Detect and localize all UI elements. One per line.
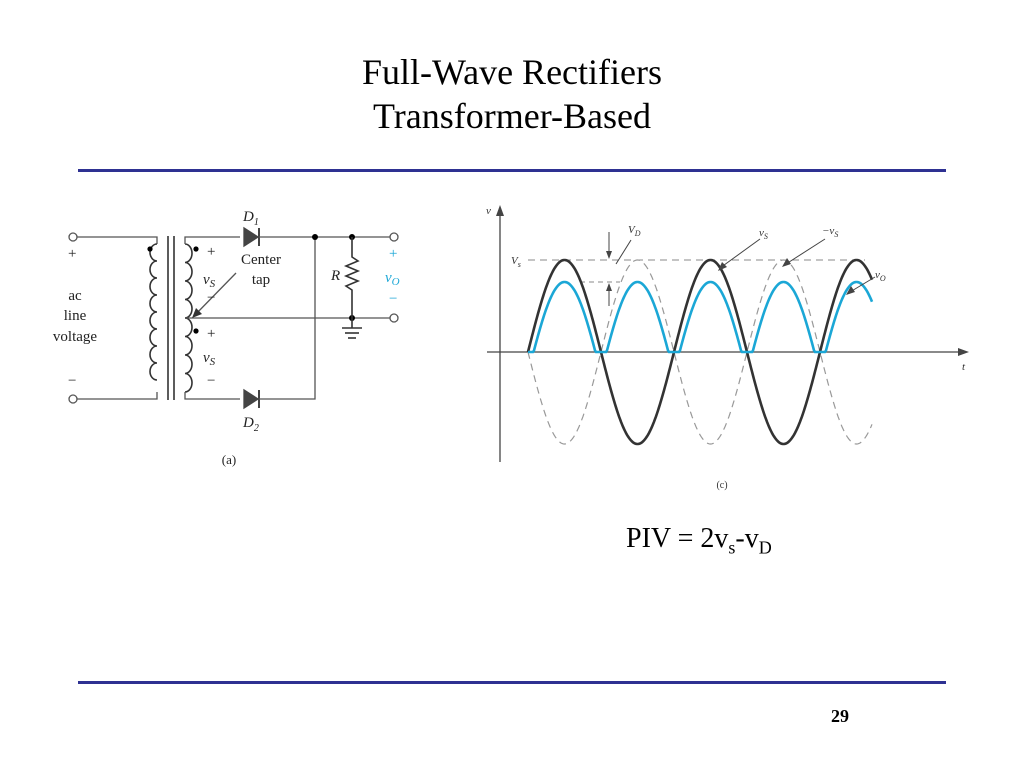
circuit-caption: (a) [222, 452, 236, 467]
sec-bottom-vs: vS [203, 350, 216, 368]
waveform-caption: (c) [716, 480, 727, 491]
diode-d2-label: D2 [242, 415, 259, 434]
diode-d1-label: D1 [242, 209, 259, 228]
sec-top-plus: + [207, 244, 215, 260]
vd-dimension-marker [606, 232, 612, 306]
top-divider [78, 169, 946, 172]
d2-to-node-wire [259, 237, 316, 400]
output-minus-label: − [389, 291, 397, 307]
output-terminal-bottom [389, 313, 399, 323]
sec-bottom-minus: − [207, 373, 215, 389]
waveform-plot: v t Vs VD vS −vS vO (c) [486, 205, 969, 491]
vs-curve-label: vS [759, 227, 768, 241]
sec-top-minus: − [207, 290, 215, 306]
circuit-labels: + − ac line voltage + vS − + vS − D1 D2 … [53, 209, 400, 467]
title-line-1: Full-Wave Rectifiers [361, 52, 662, 92]
resistor-label: R [330, 268, 340, 284]
resistor-symbol [343, 237, 361, 318]
input-terminal-top [68, 232, 78, 242]
neg-vs-curve-label: −vS [822, 225, 838, 239]
input-minus-label: − [68, 373, 76, 389]
source-label-voltage: voltage [53, 329, 97, 345]
sec-bottom-plus: + [207, 326, 215, 342]
secondary-lead-bottom [184, 392, 240, 400]
source-label-line: line [64, 308, 87, 324]
secondary-lead-top [184, 236, 240, 244]
vs-peak-label: Vs [511, 255, 521, 269]
node-junction [312, 234, 318, 240]
ground-symbol [342, 318, 362, 339]
bottom-divider [78, 681, 946, 684]
piv-formula: PIV = 2vs-vD [626, 523, 772, 558]
y-axis-arrow [496, 205, 504, 216]
polarity-dot-primary [147, 246, 153, 252]
slide-title: Full-Wave Rectifiers Transformer-Based [0, 50, 1024, 138]
title-line-2: Transformer-Based [373, 96, 651, 136]
negative-vs-waveform [527, 259, 873, 445]
center-tap-arrow [193, 272, 237, 317]
polarity-dot-secondary-top [193, 246, 199, 252]
vs-waveform [526, 258, 874, 446]
vo-waveform [528, 280, 874, 354]
page-number: 29 [831, 706, 849, 726]
rectifier-circuit [68, 226, 399, 410]
center-tap-label-2: tap [252, 272, 270, 288]
secondary-winding-top [184, 243, 193, 319]
output-terminal-top [389, 232, 399, 242]
x-axis-arrow [958, 348, 969, 356]
primary-lead-bottom [77, 392, 158, 400]
secondary-winding-bottom [184, 317, 193, 393]
center-tap-label-1: Center [241, 252, 281, 268]
diode-d1-symbol [243, 226, 260, 248]
polarity-dot-secondary-bottom [193, 328, 199, 334]
output-plus-label: + [389, 246, 397, 262]
callout-leaders [615, 238, 876, 295]
output-vo-label: vO [385, 270, 400, 288]
waveform-labels: v t Vs VD vS −vS vO (c) [486, 205, 966, 491]
vo-curve-label: vO [875, 269, 886, 283]
source-label-ac: ac [68, 288, 82, 304]
vd-label: VD [628, 224, 641, 238]
input-plus-label: + [68, 246, 76, 262]
x-axis-label: t [962, 361, 966, 373]
sec-top-vs: vS [203, 272, 216, 290]
primary-lead-top [77, 236, 158, 244]
primary-winding [149, 243, 158, 381]
input-terminal-bottom [68, 394, 78, 404]
y-axis-label: v [486, 205, 491, 217]
diode-d2-symbol [243, 388, 260, 410]
